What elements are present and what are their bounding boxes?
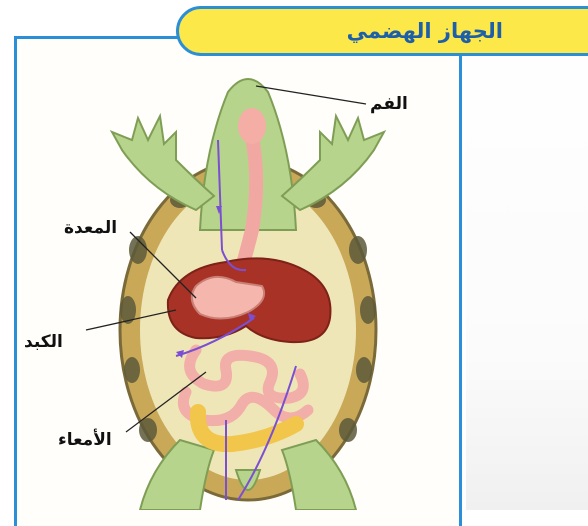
hind-right-leg <box>282 440 356 510</box>
diagram-stage: الجهاز الهضمي الفم المعدة الكبد الأمعاء <box>0 0 588 510</box>
label-mouth: الفم <box>370 94 408 114</box>
title-banner: الجهاز الهضمي <box>176 6 588 56</box>
page-title: الجهاز الهضمي <box>347 19 503 43</box>
mouth-cavity <box>238 108 266 144</box>
front-right-leg <box>282 116 384 210</box>
front-left-leg <box>112 116 214 210</box>
label-stomach: المعدة <box>64 218 117 238</box>
label-liver: الكبد <box>24 332 63 352</box>
label-intestines: الأمعاء <box>58 430 112 450</box>
hind-left-leg <box>140 440 214 510</box>
